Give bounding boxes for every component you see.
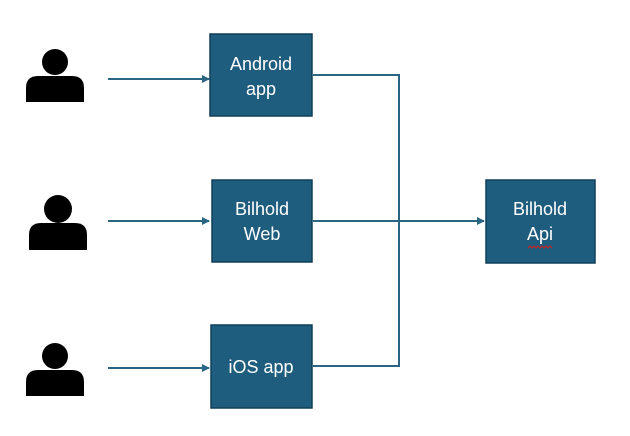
android-app-label-line1: Android (230, 54, 292, 74)
node-bilhold-api: Bilhold Api (485, 179, 596, 264)
user-icon (26, 343, 84, 396)
bilhold-api-label-line2: Api (527, 224, 553, 244)
bilhold-api-box (485, 179, 596, 264)
bilhold-web-label-line1: Bilhold (235, 199, 289, 219)
node-android-app: Android app (209, 33, 313, 117)
android-app-box (209, 33, 313, 117)
bilhold-web-label-line2: Web (244, 224, 281, 244)
user-icon (26, 49, 84, 102)
ios-app-label: iOS app (228, 357, 293, 377)
node-ios-app: iOS app (210, 324, 313, 409)
spellcheck-squiggle (527, 245, 553, 249)
node-bilhold-web: Bilhold Web (211, 179, 313, 263)
bilhold-web-box (211, 179, 313, 263)
connector-ios-api (313, 221, 400, 367)
connector-android-api (313, 74, 400, 221)
ios-app-box (210, 324, 313, 409)
bilhold-api-label-line1: Bilhold (513, 199, 567, 219)
android-app-label-line2: app (246, 79, 276, 99)
user-icon (29, 195, 87, 250)
